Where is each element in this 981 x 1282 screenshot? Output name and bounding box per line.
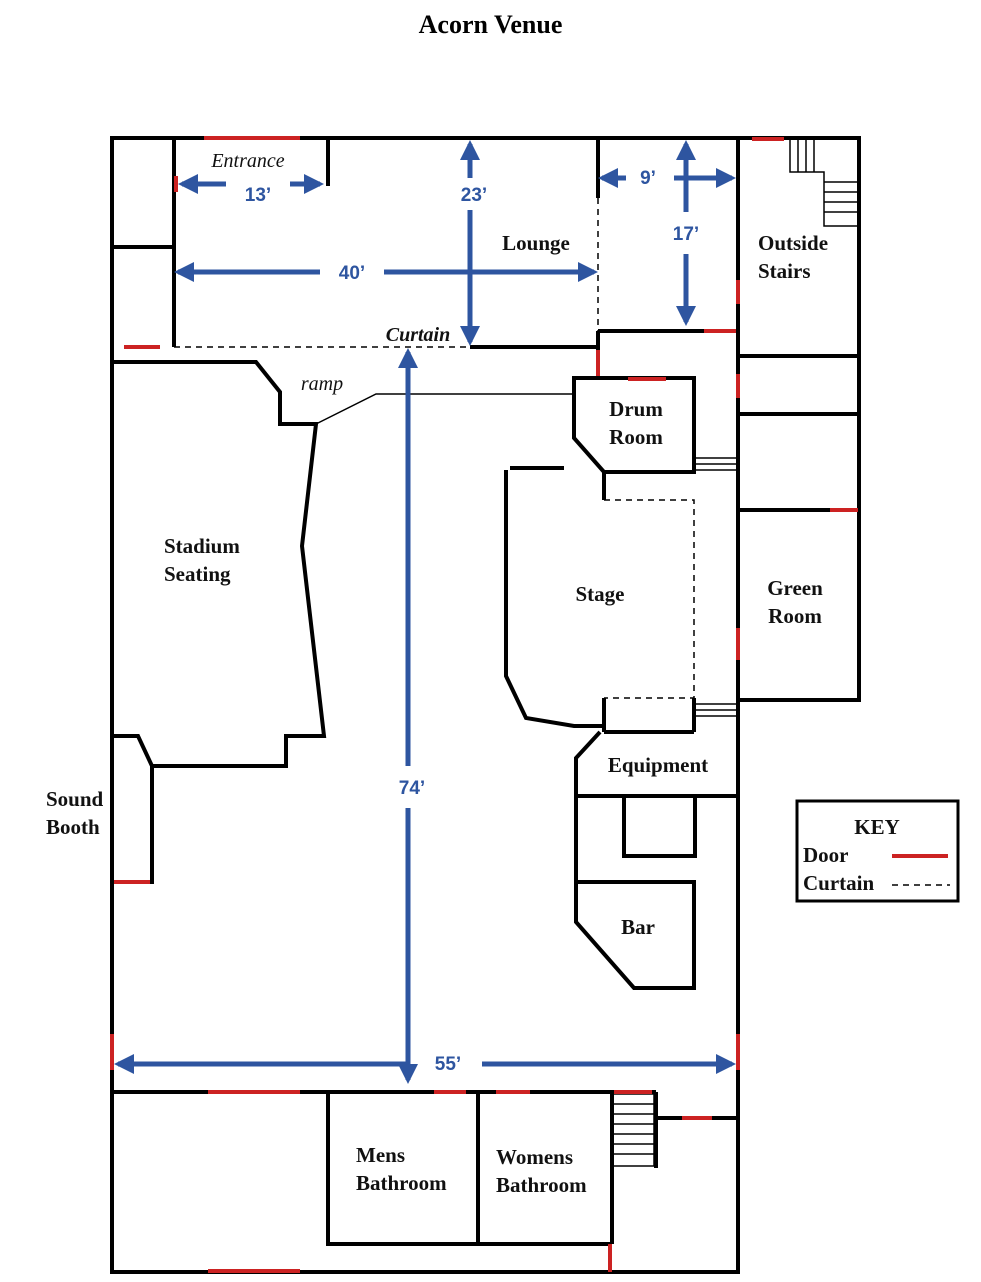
page-title: Acorn Venue <box>418 10 563 39</box>
stadium-seating-label-2: Seating <box>164 562 231 586</box>
drum-room-label-1: Drum <box>609 397 663 421</box>
mens-bathroom-label-2: Bathroom <box>356 1171 447 1195</box>
womens-bathroom-label-1: Womens <box>496 1145 573 1169</box>
bar-label: Bar <box>621 915 655 939</box>
dim-side-width: 9’ <box>640 168 656 189</box>
curtain-label: Curtain <box>386 324 450 346</box>
green-room-label-2: Room <box>768 604 822 628</box>
mens-bathroom-label-1: Mens <box>356 1143 405 1167</box>
dim-lounge-width: 40’ <box>339 263 365 284</box>
curtain-lines <box>174 198 695 699</box>
equipment-label: Equipment <box>608 753 708 777</box>
stadium-seating-label-1: Stadium <box>164 534 240 558</box>
dim-hall-length: 74’ <box>399 778 425 799</box>
legend-curtain-label: Curtain <box>803 871 874 895</box>
dimension-arrows <box>114 140 736 1084</box>
green-room-label-1: Green <box>767 576 823 600</box>
sound-booth-label-2: Booth <box>46 815 100 839</box>
ramp-line <box>315 393 574 425</box>
ramp-label: ramp <box>301 373 343 395</box>
room-labels: Entrance Lounge Outside Stairs Curtain r… <box>46 150 828 1197</box>
legend-door-label: Door <box>803 843 849 867</box>
dimension-labels: 13’ 23’ 40’ 9’ 17’ 74’ 55’ <box>245 168 699 1075</box>
entrance-label: Entrance <box>210 150 284 172</box>
stage-label: Stage <box>576 582 625 606</box>
dim-hall-width: 55’ <box>435 1054 461 1075</box>
stairs <box>611 140 858 1167</box>
legend: KEY Door Curtain <box>795 799 960 903</box>
legend-title: KEY <box>854 815 900 839</box>
walls <box>110 136 861 1274</box>
dim-side-depth: 17’ <box>673 224 699 245</box>
sound-booth-label-1: Sound <box>46 787 104 811</box>
dim-lounge-depth: 23’ <box>461 185 487 206</box>
doors <box>110 136 858 1273</box>
lounge-label: Lounge <box>502 231 570 255</box>
drum-room-label-2: Room <box>609 425 663 449</box>
womens-bathroom-label-2: Bathroom <box>496 1173 587 1197</box>
dim-entrance-width: 13’ <box>245 185 271 206</box>
outside-stairs-label-2: Stairs <box>758 259 811 283</box>
outside-stairs-label-1: Outside <box>758 231 828 255</box>
